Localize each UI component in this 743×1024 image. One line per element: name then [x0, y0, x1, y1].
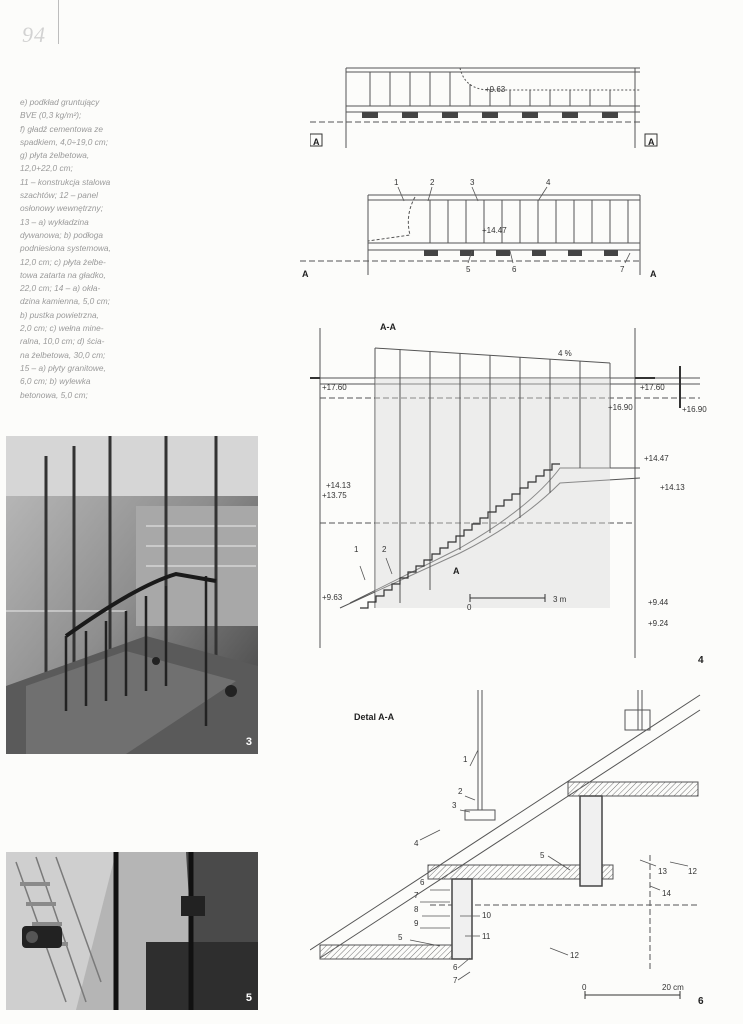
caption-line: ralna, 10,0 cm; d) ścia- — [20, 336, 105, 347]
detail-figure-number: 6 — [698, 996, 704, 1007]
detail-callout-12a: 12 — [570, 951, 579, 960]
page-number: 94 — [22, 22, 46, 47]
photo-5-image — [6, 852, 258, 1010]
level-13-75: +13.75 — [322, 491, 347, 500]
caption-line: 13 – a) wykładzina — [20, 216, 89, 227]
plan-mid-callout-6: 6 — [512, 265, 517, 274]
plan-top-balusters — [369, 72, 611, 106]
detail-callout-6b: 6 — [453, 963, 458, 972]
level-9-63: +9.63 — [322, 593, 343, 602]
section-title: A-A — [380, 322, 396, 332]
section-stair-steps — [360, 463, 560, 609]
level-16-90-right: +16.90 — [682, 405, 707, 414]
plan-mid-callout-5: 5 — [466, 265, 471, 274]
caption-line: 15 – a) płyty granitowe, — [20, 362, 106, 373]
detail-callout-7b: 7 — [453, 976, 458, 985]
caption-line: dzina kamienna, 5,0 cm; — [20, 296, 110, 307]
plan-mid-callout-7: 7 — [620, 265, 625, 274]
section-mark-a: A — [453, 566, 460, 576]
plan-mid-callout-1: 1 — [394, 178, 399, 187]
plan-top-drawing: A A +9.63 — [310, 67, 658, 148]
caption-line: spadkiem, 4,0÷19,0 cm; — [20, 136, 109, 147]
section-scale-zero: 0 — [467, 603, 472, 612]
level-14-47: +14.47 — [644, 454, 669, 463]
detail-aa-drawing: Detal A-A 1 2 3 4 5 6 7 8 9 10 11 5 6 7 … — [310, 690, 704, 1007]
caption-line: f) gładź cementowa ze — [20, 123, 104, 134]
section-callout-1: 1 — [354, 545, 359, 554]
caption-line: 22,0 cm; 14 – a) okła- — [20, 283, 101, 294]
photo-5-detail: 5 — [6, 852, 258, 1010]
section-mark-left — [310, 133, 323, 147]
caption-line: b) pustka powietrzna, — [20, 309, 99, 320]
detail-callout-11: 11 — [482, 932, 491, 941]
photo-5-number: 5 — [245, 992, 252, 1004]
detail-scale-end: 20 cm — [662, 983, 684, 992]
section-walls — [310, 366, 681, 408]
plan-mid-callout-2: 2 — [430, 178, 435, 187]
level-14-13-left: +14.13 — [326, 481, 351, 490]
caption-line: podniesiona systemowa, — [20, 243, 111, 254]
detail-callout-9: 9 — [414, 919, 419, 928]
level-17-60-right: +17.60 — [640, 383, 665, 392]
detail-callout-1: 1 — [463, 755, 468, 764]
caption-line: osłonowy wewnętrzny; — [20, 203, 104, 214]
detail-callout-10: 10 — [482, 911, 491, 920]
section-mark-right — [644, 133, 658, 147]
plan-top-level: +9.63 — [485, 85, 506, 94]
level-14-13-right: +14.13 — [660, 483, 685, 492]
section-scale-end: 3 m — [553, 595, 567, 604]
caption-line: szachtów; 12 – panel — [20, 190, 98, 201]
plan-mid-mark-a-left: A — [302, 269, 309, 279]
detail-callout-14: 14 — [662, 889, 671, 898]
detail-callout-5b: 5 — [398, 933, 403, 942]
detail-callout-8: 8 — [414, 905, 419, 914]
plan-mid-mark-a-right: A — [650, 269, 657, 279]
caption-line: e) podkład gruntujący — [20, 97, 100, 107]
plan-top-mark-a-left: A — [313, 137, 320, 147]
detail-scale-zero: 0 — [582, 983, 587, 992]
caption-line: 11 – konstrukcja stalowa — [20, 176, 111, 187]
photo-3-image — [6, 436, 258, 754]
caption-line: g) płyta żelbetowa, — [20, 150, 90, 161]
level-9-44: +9.44 — [648, 598, 669, 607]
caption-line: BVE (0,3 kg/m²); — [20, 110, 82, 121]
level-16-90-mid: +16.90 — [608, 403, 633, 412]
section-callout-2: 2 — [382, 545, 387, 554]
detail-callout-12b: 12 — [688, 867, 697, 876]
photo-3-number: 3 — [245, 736, 252, 748]
caption-line: na żelbetowa, 30,0 cm; — [20, 349, 106, 360]
plan-top-mark-a-right: A — [648, 137, 655, 147]
section-slope: 4 % — [558, 349, 572, 358]
detail-callout-2: 2 — [458, 787, 463, 796]
level-9-24: +9.24 — [648, 619, 669, 628]
caption-line: towa zatarta na gładko, — [20, 269, 106, 280]
detail-callout-13: 13 — [658, 867, 667, 876]
header-divider — [58, 0, 59, 44]
plan-mid-callout-3: 3 — [470, 178, 475, 187]
section-aa-drawing: A-A 4 % +17.60 +17.60 +16.90 +16.90 +14.… — [310, 322, 707, 666]
caption-line: dywanowa; b) podłoga — [20, 229, 104, 240]
detail-callout-4: 4 — [414, 839, 419, 848]
caption-line: 2,0 cm; c) wełna mine- — [20, 323, 104, 334]
caption-line: 12,0+22,0 cm; — [20, 163, 73, 174]
detail-callout-7a: 7 — [414, 891, 419, 900]
detail-callout-6a: 6 — [420, 878, 425, 887]
caption-line: betonowa, 5,0 cm; — [20, 389, 88, 400]
detail-callout-3: 3 — [452, 801, 457, 810]
detail-title: Detal A-A — [354, 712, 395, 722]
caption-line: 12,0 cm; c) płyta żelbe- — [20, 256, 106, 267]
detail-callout-5a: 5 — [540, 851, 545, 860]
plan-mid-level: +14.47 — [482, 226, 507, 235]
level-17-60-left: +17.60 — [322, 383, 347, 392]
plan-mid-callout-4: 4 — [546, 178, 551, 187]
plan-mid-drawing: 1 2 3 4 5 6 7 +14.47 A A — [300, 178, 657, 279]
caption-line: 6,0 cm; b) wylewka — [20, 376, 91, 387]
photo-3-staircase: 3 — [6, 436, 258, 754]
section-figure-number: 4 — [698, 655, 704, 666]
